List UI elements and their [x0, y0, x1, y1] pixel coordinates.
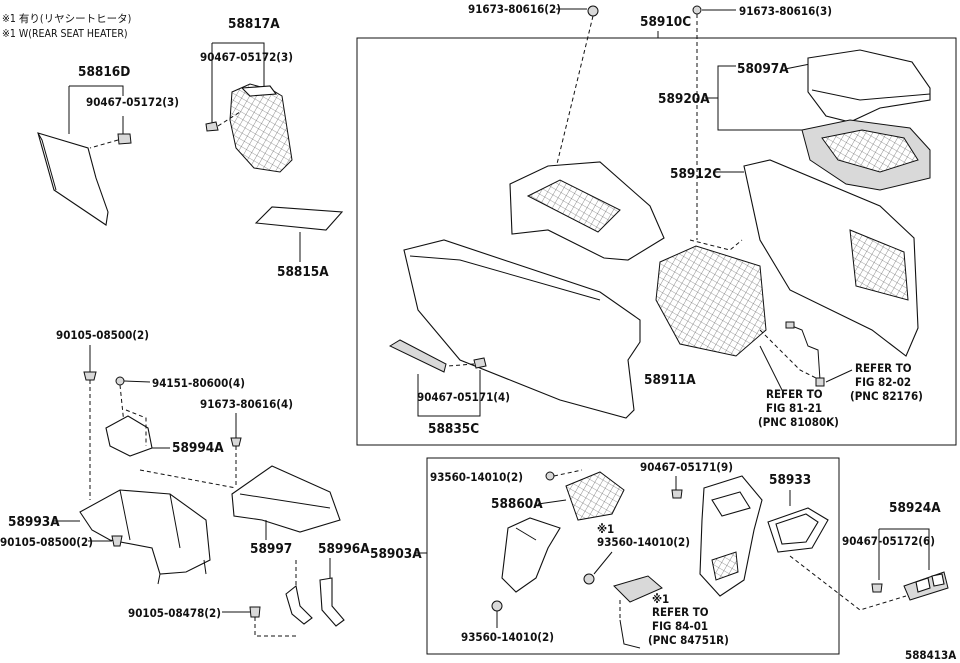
screw-icon — [545, 469, 583, 481]
label-58903a: 58903A — [370, 546, 422, 562]
label-58997: 58997 — [250, 541, 292, 557]
screw-icon — [555, 5, 599, 169]
label-94151-80600: 94151-80600(4) — [152, 376, 245, 390]
nut-icon — [115, 376, 125, 425]
label-58835c: 58835C — [428, 421, 479, 437]
screw-icon — [692, 5, 702, 240]
label-58996a: 58996A — [318, 541, 370, 557]
svg-text:(PNC 81080K): (PNC 81080K) — [758, 415, 839, 429]
clip-icon — [447, 357, 487, 369]
leader-58097a — [784, 63, 811, 70]
legs-58996a — [285, 560, 345, 627]
plate-58997 — [231, 465, 341, 533]
label-93560-14010-a: 93560-14010(2) — [430, 470, 523, 484]
clip-icon — [871, 583, 883, 593]
label-58817a: 58817A — [228, 16, 280, 32]
bolt-icon — [111, 535, 123, 547]
group-box-58910c — [356, 37, 957, 446]
storage-bin — [655, 239, 821, 381]
bolt-icon — [83, 371, 97, 500]
mark-note-a: ※1 — [597, 522, 614, 536]
label-90467-05171-9: 90467-05171(9) — [640, 460, 733, 474]
label-90105-08500-top: 90105-08500(2) — [56, 328, 149, 342]
refer-84-01: REFER TO FIG 84-01 (PNC 84751R) — [619, 605, 729, 649]
side-panel-58912c — [743, 159, 919, 357]
leader-58860a — [537, 499, 567, 505]
leader-58920a — [705, 65, 802, 131]
label-90467-05171-4: 90467-05171(4) — [417, 390, 510, 404]
screw-icon — [491, 600, 503, 612]
svg-text:FIG 82-02: FIG 82-02 — [855, 375, 911, 389]
frame-58993a — [79, 469, 237, 585]
note-en: ※1 W(REAR SEAT HEATER) — [2, 28, 128, 40]
side-panel-58911a — [403, 239, 641, 419]
label-58920a: 58920A — [658, 91, 710, 107]
bolt-icon — [249, 606, 296, 637]
carpet-58817a — [205, 83, 293, 173]
svg-text:(PNC 82176): (PNC 82176) — [850, 389, 923, 403]
label-58924a: 58924A — [889, 500, 941, 516]
clip-icon — [89, 116, 132, 149]
mat-58816d — [37, 132, 109, 226]
mark-note-b: ※1 — [652, 592, 669, 606]
label-90467-05172-b: 90467-05172(3) — [200, 50, 293, 64]
refer-81-21: REFER TO FIG 81-21 (PNC 81080K) — [758, 345, 839, 429]
label-90105-08500-bot: 90105-08500(2) — [0, 535, 93, 549]
leader-58835c — [417, 370, 481, 417]
label-93560-14010-c: 93560-14010(2) — [461, 630, 554, 644]
clip-icon — [671, 489, 683, 499]
svg-text:FIG 81-21: FIG 81-21 — [766, 401, 822, 415]
bezel-58933 — [767, 507, 829, 553]
svg-text:REFER TO: REFER TO — [855, 361, 912, 375]
svg-text:FIG 84-01: FIG 84-01 — [652, 619, 708, 633]
svg-text:REFER TO: REFER TO — [766, 387, 823, 401]
screw-icon — [230, 437, 242, 488]
label-58912c: 58912C — [670, 166, 721, 182]
pad-58815a — [254, 206, 344, 231]
label-58097a: 58097A — [737, 61, 789, 77]
bracket-58994a — [105, 409, 153, 457]
lid-frame-58920a — [801, 119, 931, 191]
leader-58816d — [68, 85, 124, 134]
figure-code: 588413A — [905, 648, 956, 662]
dash-58924a — [789, 555, 907, 611]
label-58815a: 58815A — [277, 264, 329, 280]
bracket-ribs — [526, 179, 621, 233]
label-58911a: 58911A — [644, 372, 696, 388]
note-jp: ※1 有り(リヤシートヒータ) — [2, 12, 131, 25]
label-93560-14010-b: 93560-14010(2) — [597, 535, 690, 549]
armrest-lid — [807, 49, 931, 123]
trim-strip-58835c — [388, 339, 447, 373]
label-90467-05172-6: 90467-05172(6) — [842, 534, 935, 548]
label-90105-08478: 90105-08478(2) — [128, 606, 221, 620]
label-58933: 58933 — [769, 472, 811, 488]
cupholder-58860a — [565, 471, 625, 521]
label-58860a: 58860A — [491, 496, 543, 512]
console-panel — [699, 475, 763, 597]
duct-housing — [501, 517, 561, 593]
leader-94151 — [123, 380, 151, 383]
leader-58924a — [878, 528, 930, 580]
leader-58817a — [211, 42, 265, 124]
label-91673-80616-4: 91673-80616(4) — [200, 397, 293, 411]
label-58993a: 58993A — [8, 514, 60, 530]
wire-harness — [785, 321, 825, 387]
label-91673-80616-2: 91673-80616(2) — [468, 2, 561, 16]
svg-text:REFER TO: REFER TO — [652, 605, 709, 619]
label-90467-05172-a: 90467-05172(3) — [86, 95, 179, 109]
refer-82-02: REFER TO FIG 82-02 (PNC 82176) — [825, 361, 923, 403]
leader-93560-b — [593, 551, 613, 575]
label-58816d: 58816D — [78, 64, 130, 80]
svg-text:(PNC 84751R): (PNC 84751R) — [648, 633, 729, 647]
label-91673-80616-3: 91673-80616(3) — [739, 4, 832, 18]
screw-icon — [583, 573, 595, 585]
label-58994a: 58994A — [172, 440, 224, 456]
cover-58924a — [903, 571, 949, 601]
group-box-58903a — [426, 457, 840, 655]
seat-heater-switch — [613, 575, 663, 620]
lid-edge — [811, 89, 931, 101]
label-58910c: 58910C — [640, 14, 691, 30]
